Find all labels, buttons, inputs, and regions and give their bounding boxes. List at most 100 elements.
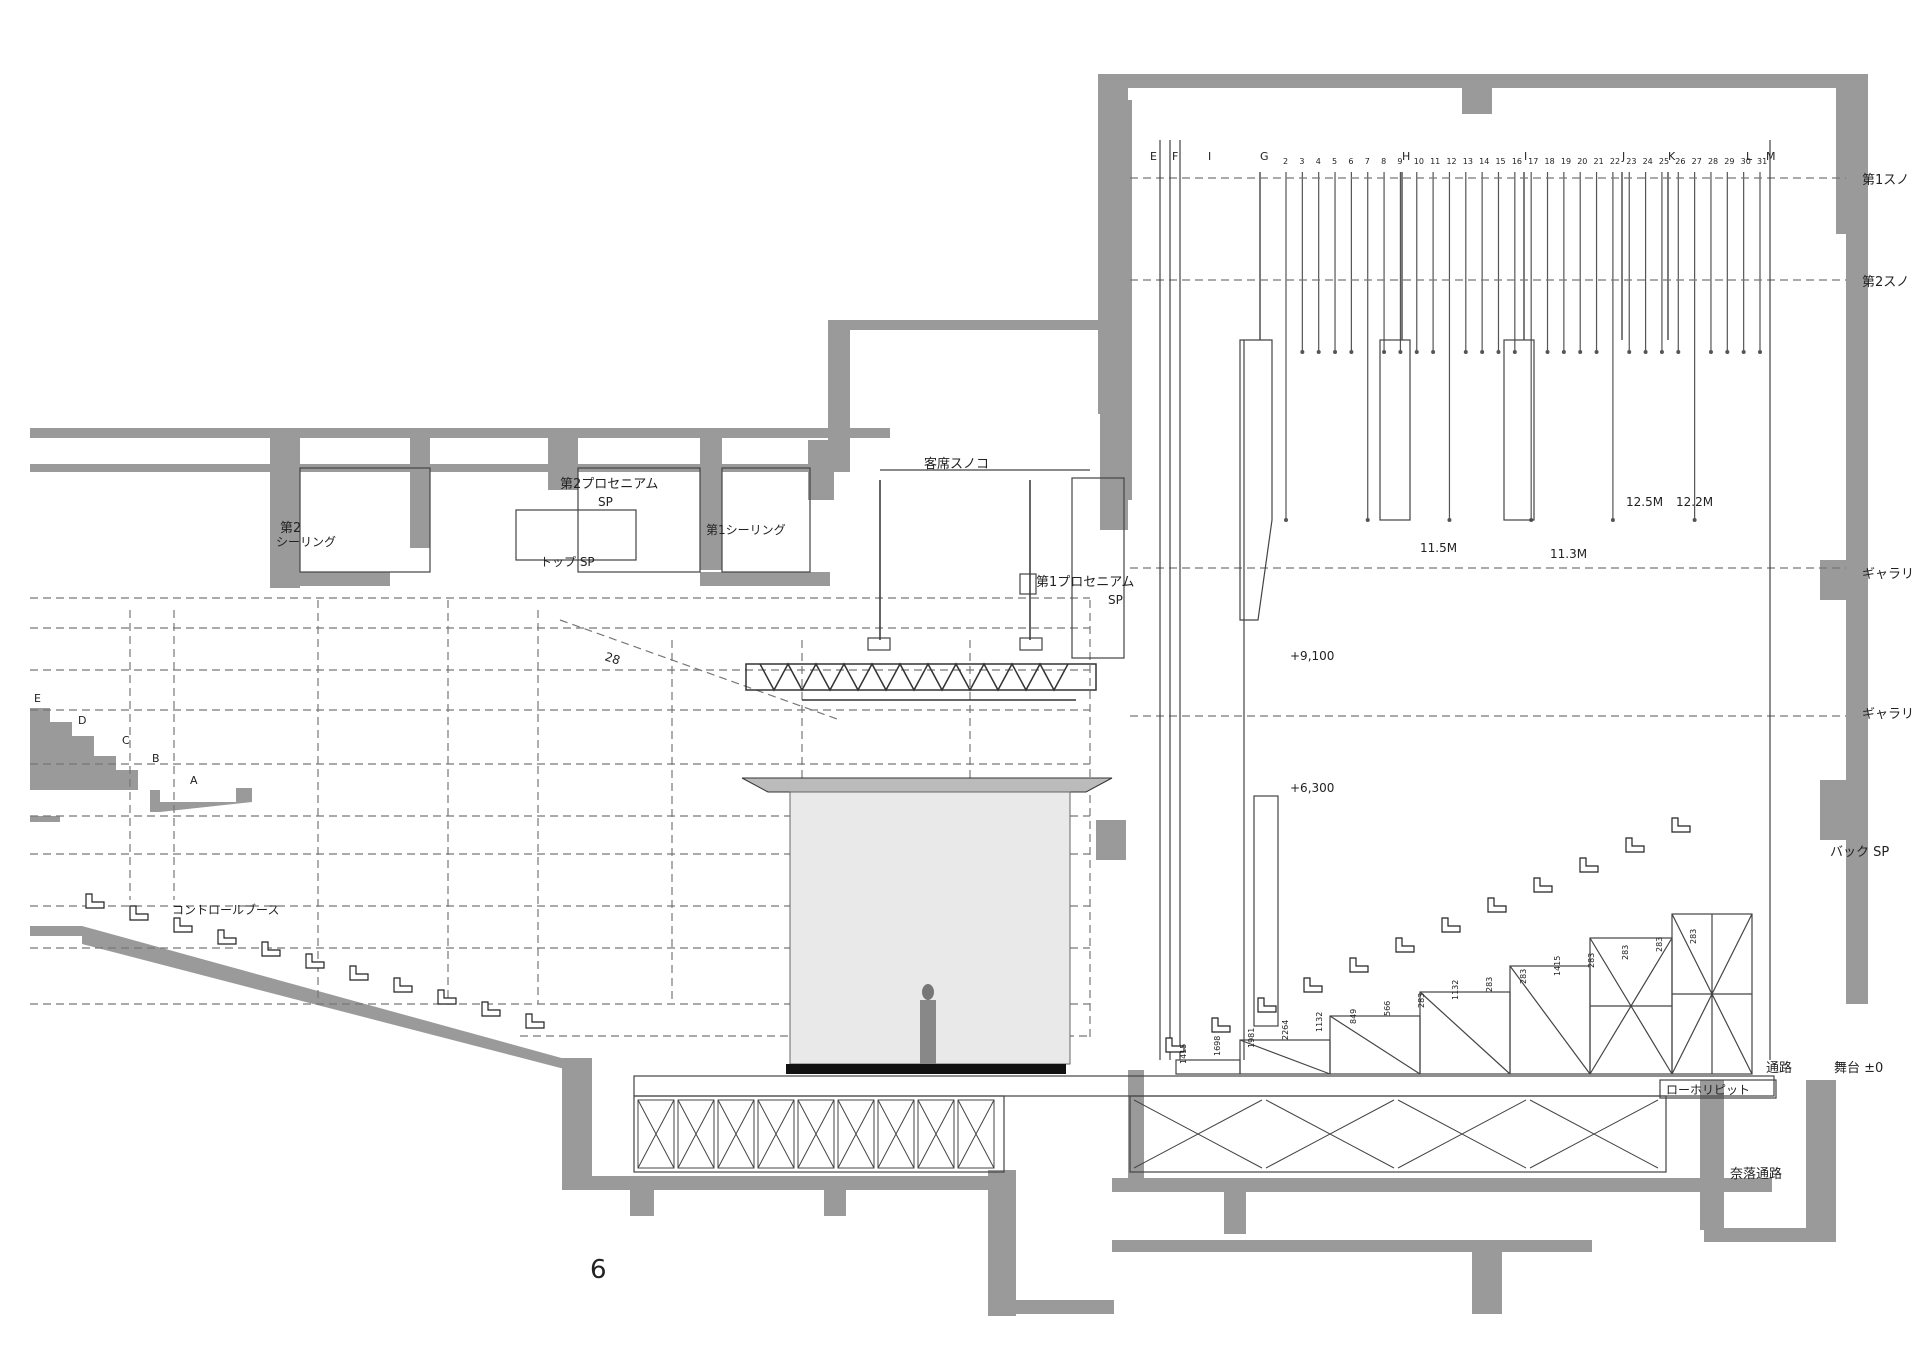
seat-icon xyxy=(217,929,237,945)
batten-number: 26 xyxy=(1675,157,1685,166)
batten-number: 19 xyxy=(1561,157,1571,166)
substage-bay xyxy=(717,1099,755,1169)
auditorium-seats xyxy=(85,817,1691,1053)
label-second-ceiling: 第2 xyxy=(280,521,301,536)
border-drops xyxy=(1239,339,1535,1027)
concrete-structure xyxy=(30,74,1868,1316)
substage-bay xyxy=(637,1099,675,1169)
batten-end xyxy=(1561,350,1566,354)
seat-icon xyxy=(1257,997,1277,1013)
batten-end xyxy=(1610,518,1615,522)
batten-number: 28 xyxy=(1708,157,1718,166)
stage-floor xyxy=(633,1075,1777,1173)
substage-brace xyxy=(1265,1099,1395,1169)
batten-end xyxy=(1659,350,1664,354)
label-dim-12-2: 12.2M xyxy=(1676,495,1713,509)
riser-dimension: 283 xyxy=(1519,969,1528,984)
batten-end xyxy=(1741,350,1746,354)
batten-end xyxy=(1463,350,1468,354)
riser-dimension: 283 xyxy=(1485,977,1494,992)
fly-tower-grid-lines xyxy=(1130,140,1846,1060)
batten-end xyxy=(1692,518,1697,522)
batten-end xyxy=(1349,350,1354,354)
label-second-proscenium-sp: SP xyxy=(598,495,613,509)
seat-icon xyxy=(173,917,193,933)
batten-number: 23 xyxy=(1626,157,1636,166)
substage-brace xyxy=(637,1099,675,1169)
label-gallery-1: ギャラリ xyxy=(1862,567,1914,582)
label-basement-passage: 奈落通路 xyxy=(1730,1166,1782,1182)
label-passage: 通路 xyxy=(1766,1060,1792,1076)
batten-end xyxy=(1382,350,1387,354)
substage-brace xyxy=(717,1099,755,1169)
batten-end xyxy=(1414,350,1419,354)
batten-end xyxy=(1725,350,1730,354)
seat-icon xyxy=(1303,977,1323,993)
riser-dimension: 849 xyxy=(1349,1009,1358,1024)
batten-end xyxy=(1578,350,1583,354)
label-back-sp: バック SP xyxy=(1830,845,1889,860)
batten-end xyxy=(1316,350,1321,354)
substage-brace xyxy=(797,1099,835,1169)
batten-number: 3 xyxy=(1299,157,1304,166)
batten-end xyxy=(1398,350,1403,354)
substage-bay xyxy=(677,1099,715,1169)
label-dim-11-3: 11.3M xyxy=(1550,547,1587,561)
seat-icon xyxy=(1625,837,1645,853)
substage-bay xyxy=(797,1099,835,1169)
batten-end xyxy=(1512,350,1517,354)
batten-number: 30 xyxy=(1741,157,1751,166)
batten-end xyxy=(1708,350,1713,354)
batten-letter: L xyxy=(1746,150,1753,163)
riser-dimension: 1981 xyxy=(1247,1028,1256,1048)
row-letter: C xyxy=(122,734,130,747)
substage-bay xyxy=(917,1099,955,1169)
label-level-6300: +6,300 xyxy=(1290,781,1334,795)
batten-number: 18 xyxy=(1545,157,1555,166)
riser-dimension: 1698 xyxy=(1213,1036,1222,1056)
label-first-proscenium: 第1プロセニアム xyxy=(1036,575,1134,590)
batten-end xyxy=(1431,350,1436,354)
batten-number: 6 xyxy=(1348,157,1353,166)
substage-bay xyxy=(757,1099,795,1169)
seat-icon xyxy=(481,1001,501,1017)
riser-dimension: 1415 xyxy=(1179,1044,1188,1064)
batten-letter: J xyxy=(1621,150,1625,163)
batten-number: 2 xyxy=(1283,157,1288,166)
substage-brace xyxy=(877,1099,915,1169)
label-control-booth: コントロールブース xyxy=(172,902,279,917)
riser-dimension: 2264 xyxy=(1281,1020,1290,1040)
label-handwritten: 6 xyxy=(590,1255,607,1285)
label-top-sp: トップ SP xyxy=(540,555,595,569)
riser-dimension: 1132 xyxy=(1451,980,1460,1000)
seat-icon xyxy=(1441,917,1461,933)
label-second-ceiling-sub: シーリング xyxy=(276,535,336,549)
batten-end xyxy=(1480,350,1485,354)
seat-icon xyxy=(1579,857,1599,873)
row-letter: A xyxy=(190,774,198,787)
row-letter: B xyxy=(152,752,160,765)
substage-bay xyxy=(877,1099,915,1169)
riser-dimension: 1132 xyxy=(1315,1012,1324,1032)
label-first-ceiling: 第1シーリング xyxy=(706,523,786,537)
label-dim-12-5: 12.5M xyxy=(1626,495,1663,509)
batten-number: 9 xyxy=(1397,157,1402,166)
riser-dimension: 283 xyxy=(1655,937,1664,952)
batten-number: 8 xyxy=(1381,157,1386,166)
substage-brace xyxy=(757,1099,795,1169)
batten-number: 21 xyxy=(1594,157,1604,166)
batten-end xyxy=(1284,518,1288,522)
batten-number: 24 xyxy=(1643,157,1653,166)
label-distance-28: 28 xyxy=(603,650,622,668)
riser-dimension: 283 xyxy=(1587,953,1596,968)
substage-brace xyxy=(1397,1099,1527,1169)
seat-icon xyxy=(129,905,149,921)
batten-number: 29 xyxy=(1724,157,1734,166)
batten-number: 16 xyxy=(1512,157,1522,166)
batten-number: 17 xyxy=(1528,157,1538,166)
seat-icon xyxy=(525,1013,545,1029)
batten-number: 27 xyxy=(1692,157,1702,166)
substage-brace xyxy=(917,1099,955,1169)
